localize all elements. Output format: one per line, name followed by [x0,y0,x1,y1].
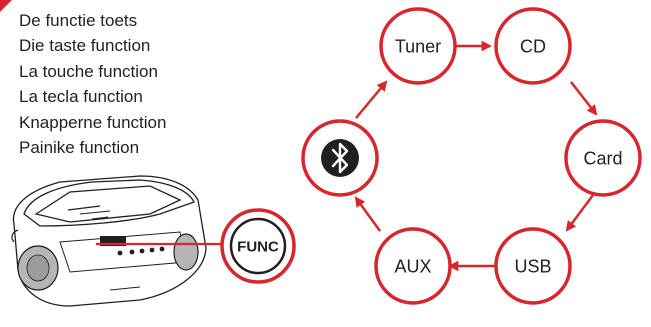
node-label: USB [514,257,551,277]
corner-mark [0,0,12,12]
instruction-line: La tecla function [19,87,143,107]
func-button-label: FUNC [237,239,279,256]
node-label: Card [583,149,622,169]
node-tuner: Tuner [379,7,457,85]
instruction-line: Painike function [19,138,140,158]
arrow-aux-to-bluetooth [354,196,382,232]
boombox-device [11,175,207,307]
node-label: CD [520,37,546,57]
arrow-card-to-usb [565,194,595,232]
cycle-arrows [354,40,598,272]
node-aux: AUX [374,227,452,305]
func-button-icon [229,217,287,275]
bluetooth-icon [321,139,359,177]
node-bluetooth [301,119,379,197]
arrow-bluetooth-to-tuner [355,80,388,119]
node-cd: CD [494,7,572,85]
instruction-line: La touche function [19,61,158,81]
node-usb: USB [494,227,572,305]
node-label: Tuner [395,37,441,57]
instruction-line: Die taste function [19,36,151,56]
instruction-list: De functie toets Die taste function La t… [19,8,166,160]
arrow-cd-to-card [570,81,598,116]
node-label: AUX [394,257,431,277]
instruction-line: Knapperne function [19,112,167,132]
node-card: Card [564,119,642,197]
instruction-line: De functie toets [19,11,138,30]
func-button-callout: FUNC [220,208,296,284]
